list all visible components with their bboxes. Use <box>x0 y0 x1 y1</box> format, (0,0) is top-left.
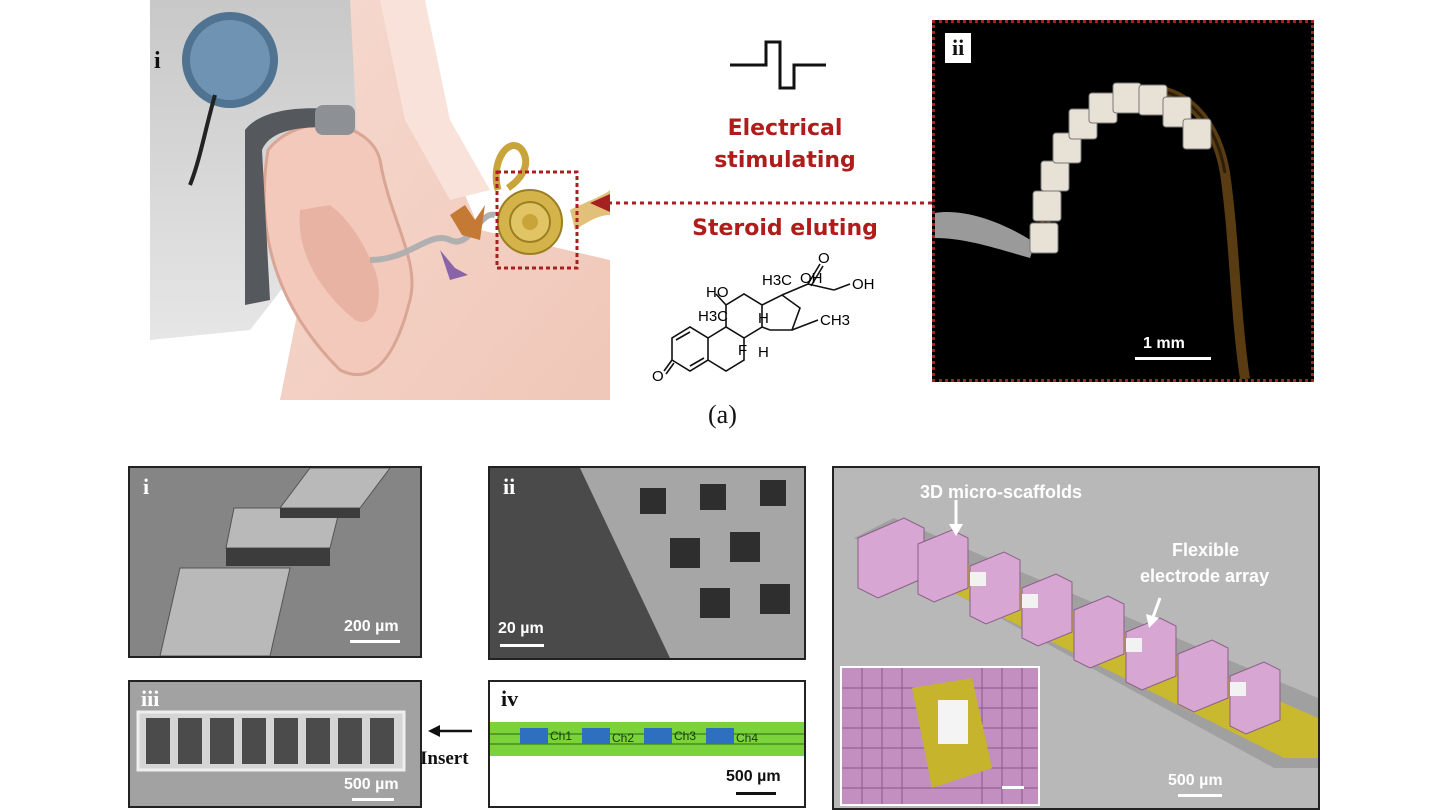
molecule-h1: H <box>758 310 769 327</box>
caption-a: (a) <box>708 400 737 429</box>
molecule-ho: HO <box>706 284 729 301</box>
electrode-array-label-line2: electrode array <box>1140 566 1270 586</box>
scaffold-array-image: 3D micro-scaffolds Flexible electrode ar… <box>832 466 1320 810</box>
sem-image-i: i 200 µm <box>128 466 422 658</box>
pulse-waveform-icon <box>728 38 828 98</box>
sem-iv-label: iv <box>501 686 519 711</box>
molecule-oh-right: OH <box>852 276 875 293</box>
ear-panel-label: i <box>154 48 161 74</box>
molecule-ch3: CH3 <box>820 312 851 329</box>
insert-text: Insert <box>420 748 469 769</box>
molecule-f: F <box>738 342 748 359</box>
molecule-h3c-top: H3C <box>762 272 793 289</box>
large-scale-label: 500 µm <box>1168 772 1223 789</box>
electrode-channels-image: iv Ch1 Ch2 Ch3 Ch4 500 µm <box>488 680 806 808</box>
photo-scale-label: 1 mm <box>1143 335 1185 352</box>
sem-iii-scale-label: 500 µm <box>344 776 399 793</box>
molecule-h3c-left: H3C <box>698 308 729 325</box>
sem-i-label: i <box>143 474 150 499</box>
sem-i-scale-label: 200 µm <box>344 618 399 635</box>
sem-iv-scale-bar <box>736 792 776 795</box>
electrical-text-line1: Electrical <box>727 116 843 141</box>
steroid-molecule: HO H3C H3C OH O OH CH3 H H F O <box>650 250 900 400</box>
sem-ii-label: ii <box>503 474 516 499</box>
channel-2-label: Ch2 <box>612 731 635 745</box>
sem-iv-scale-label: 500 µm <box>726 768 781 785</box>
photo-panel-label: ii <box>945 33 972 63</box>
channel-4-label: Ch4 <box>736 731 759 745</box>
electrode-array-label-line1: Flexible <box>1172 540 1240 560</box>
molecule-o-left: O <box>652 368 664 385</box>
ear-illustration <box>150 0 610 400</box>
molecule-oh-top: OH <box>800 270 823 287</box>
scaffold-inset-image <box>840 666 1040 806</box>
sem-ii-scale-bar <box>500 644 544 647</box>
channel-3-label: Ch3 <box>674 729 697 743</box>
inset-scale-bar <box>1002 786 1024 789</box>
dotted-arrow <box>588 192 938 219</box>
sem-iii-label: iii <box>141 686 160 711</box>
molecule-h2: H <box>758 344 769 361</box>
sem-image-ii: ii 20 µm <box>488 466 806 660</box>
molecule-o-top: O <box>818 250 830 267</box>
sem-ii-scale-label: 20 µm <box>498 620 544 637</box>
electrode-photo: ii 1 mm <box>932 20 1314 382</box>
sem-i-scale-bar <box>350 640 400 643</box>
steroid-eluting-text: Steroid eluting <box>692 216 878 241</box>
electrical-text-line2: stimulating <box>714 148 856 173</box>
sem-iii-scale-bar <box>352 798 394 801</box>
insert-arrow-icon <box>428 724 474 743</box>
channel-1-label: Ch1 <box>550 729 573 743</box>
photo-scale-bar <box>1135 357 1211 360</box>
large-scale-bar <box>1178 794 1222 797</box>
sem-image-iii: iii 500 µm <box>128 680 422 808</box>
scaffold-label: 3D micro-scaffolds <box>920 482 1083 502</box>
